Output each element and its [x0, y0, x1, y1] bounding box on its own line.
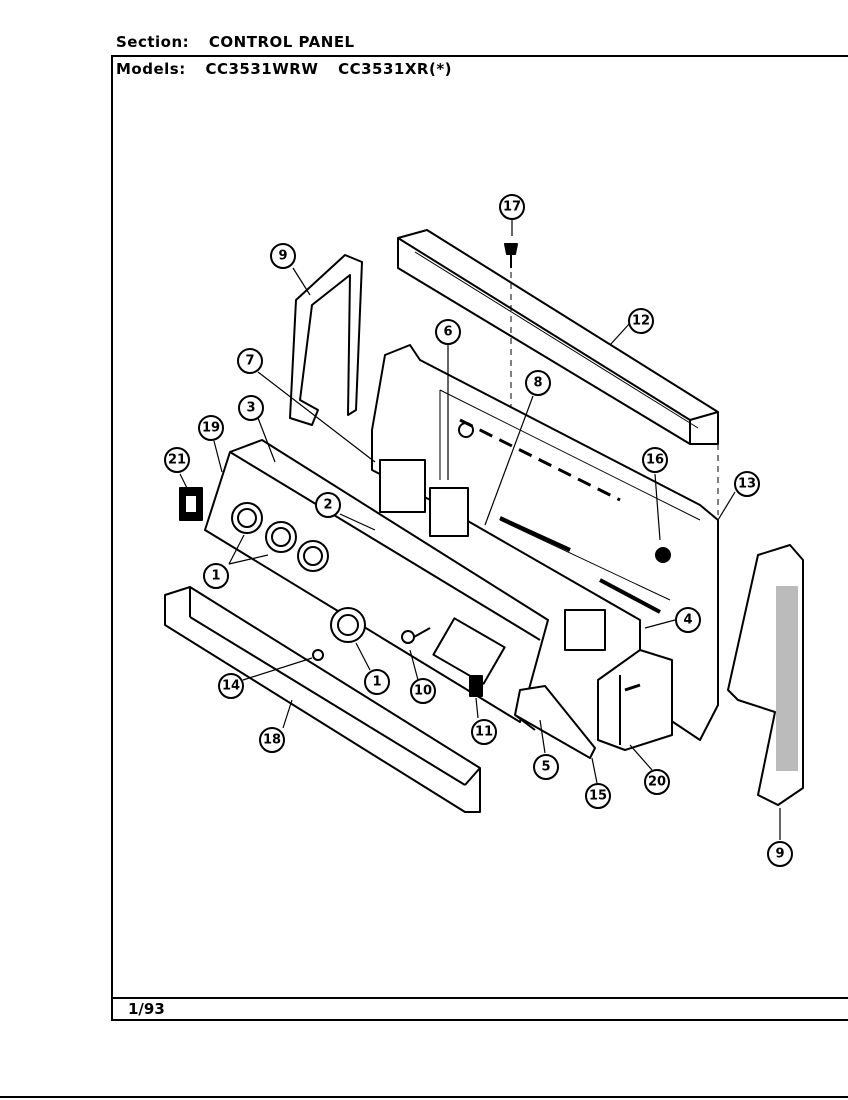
callout-19: 19: [198, 415, 224, 441]
callout-10: 10: [410, 678, 436, 704]
part-11-clip: [469, 675, 483, 697]
svg-text:1: 1: [211, 569, 220, 584]
part-9-left-end-cap: [289, 254, 363, 426]
svg-text:6: 6: [443, 325, 452, 340]
callout-9-left: 9: [270, 243, 296, 269]
callout-16: 16: [642, 447, 668, 473]
callout-6: 6: [435, 319, 461, 345]
callout-4: 4: [675, 607, 701, 633]
section-value: CONTROL PANEL: [208, 33, 355, 51]
svg-text:10: 10: [414, 684, 432, 699]
part-17-screw: [504, 243, 518, 410]
section-label: Section:: [116, 33, 190, 51]
section-heading: Section: CONTROL PANEL: [116, 33, 369, 51]
callout-21: 21: [164, 447, 190, 473]
callout-13: 13: [734, 471, 760, 497]
callout-11: 11: [471, 719, 497, 745]
revision-date: 1/93: [128, 1000, 165, 1018]
part-10-grommet: [401, 627, 431, 644]
part-21-indicator-light: [179, 487, 203, 521]
callout-12: 12: [628, 308, 654, 334]
part-3-control-panel: [204, 439, 549, 723]
svg-text:1: 1: [372, 675, 381, 690]
models-label: Models:: [116, 60, 186, 78]
page-bottom-rule: [0, 1096, 848, 1098]
callout-20: 20: [644, 769, 670, 795]
svg-text:14: 14: [222, 679, 240, 694]
callout-7: 7: [237, 348, 263, 374]
part-1-knobs: [231, 502, 366, 643]
svg-text:9: 9: [278, 249, 287, 264]
models-heading: Models: CC3531WRW CC3531XR(*): [116, 60, 466, 78]
callout-8: 8: [525, 370, 551, 396]
svg-text:18: 18: [263, 733, 281, 748]
svg-text:17: 17: [503, 200, 521, 215]
part-15-strip: [514, 685, 596, 759]
callout-14: 14: [218, 673, 244, 699]
part-9-right-end-cap: [727, 544, 804, 806]
svg-text:12: 12: [632, 314, 650, 329]
diagram-frame: [111, 55, 848, 1021]
part-18-trim-strip: [164, 586, 481, 813]
svg-text:4: 4: [683, 613, 692, 628]
model-number-1: CC3531WRW: [205, 60, 319, 78]
svg-text:7: 7: [245, 354, 254, 369]
svg-text:19: 19: [202, 421, 220, 436]
model-number-2: CC3531XR(*): [338, 60, 453, 78]
svg-text:11: 11: [475, 725, 493, 740]
leader-lines: [179, 219, 781, 840]
callout-1-left: 1: [203, 563, 229, 589]
callout-3: 3: [238, 395, 264, 421]
svg-text:21: 21: [168, 453, 186, 468]
callout-1-right: 1: [364, 669, 390, 695]
svg-text:9: 9: [775, 847, 784, 862]
svg-text:20: 20: [648, 775, 666, 790]
callout-5: 5: [533, 754, 559, 780]
footer-rule: [111, 997, 848, 999]
callout-17: 17: [499, 194, 525, 220]
callout-9-right: 9: [767, 841, 793, 867]
part-20-bracket: [564, 609, 673, 751]
part-6-switch: [379, 459, 469, 537]
svg-text:16: 16: [646, 453, 664, 468]
svg-text:15: 15: [589, 789, 607, 804]
callout-2: 2: [315, 492, 341, 518]
callout-15: 15: [585, 783, 611, 809]
svg-text:5: 5: [541, 760, 550, 775]
svg-text:13: 13: [738, 477, 756, 492]
svg-text:2: 2: [323, 498, 332, 513]
callout-18: 18: [259, 727, 285, 753]
svg-text:3: 3: [246, 401, 255, 416]
svg-text:8: 8: [533, 376, 542, 391]
